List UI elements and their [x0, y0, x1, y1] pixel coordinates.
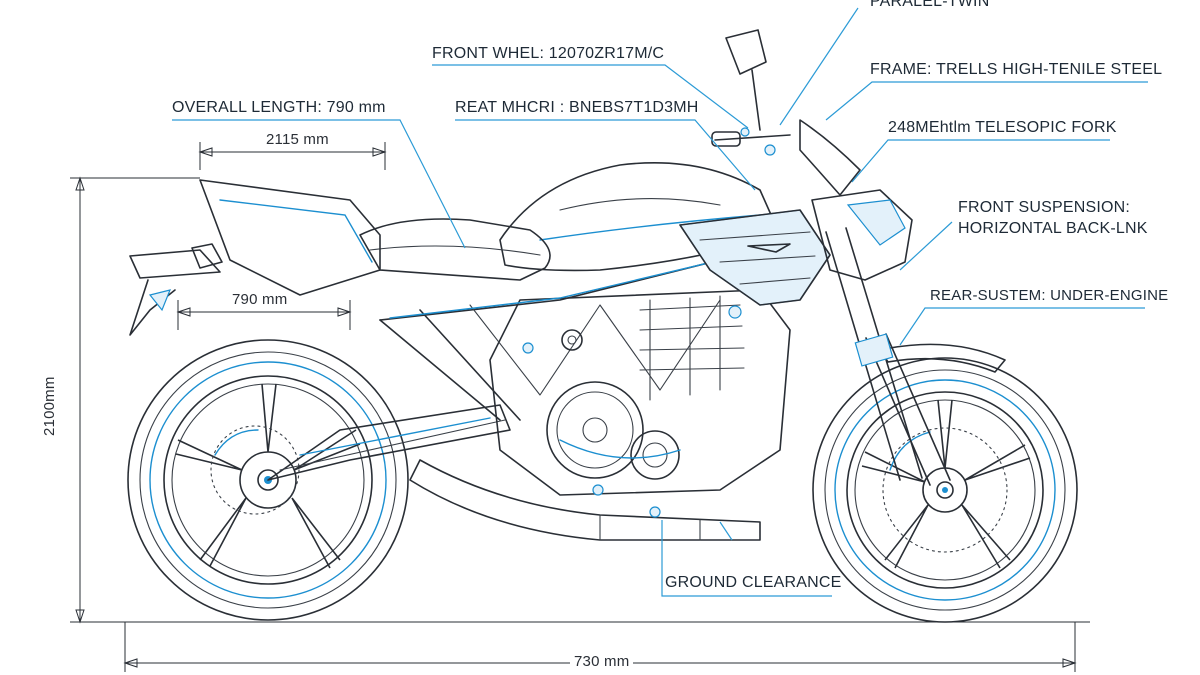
- handlebar-mirror: [711, 29, 791, 156]
- top-length-dimension: 2115 mm: [266, 131, 329, 148]
- swingarm: [267, 404, 511, 481]
- rear-system-label: REAR-SUSTEM: UNDER-ENGINE: [930, 287, 1169, 304]
- ground-clearance-label: GROUND CLEARANCE: [665, 574, 842, 591]
- engine: [489, 289, 791, 518]
- fuel-tank: [499, 161, 781, 272]
- leader-lines: [172, 7, 1148, 597]
- headlight-cowl: [799, 119, 913, 281]
- front-suspension-label-line1: FRONT SUSPENSION:: [958, 199, 1131, 216]
- exhaust: [409, 459, 761, 541]
- engine-label: PARALEL-TWIN: [870, 0, 990, 10]
- front-wheel: [812, 357, 1078, 623]
- front-suspension-label-line2: HORIZONTAL BACK-LNK: [958, 220, 1148, 237]
- front-wheel-label: FRONT WHEL: 12070ZR17M/C: [432, 45, 665, 62]
- dimension-lines: [70, 142, 1090, 672]
- radiator-shroud: [678, 209, 831, 306]
- rear-wheel-label: REAT MHCRI : BNEBS7T1D3MH: [455, 99, 699, 116]
- frame-label: FRAME: TRELLS HIGH-TENILE STEEL: [870, 61, 1163, 78]
- seat: [359, 218, 551, 281]
- tail-section: [129, 179, 381, 336]
- seat-length-dimension: 790 mm: [232, 291, 288, 308]
- front-fork: [825, 227, 1006, 486]
- telescopic-fork-label: 248MEhtlm TELESOPIC FORK: [888, 119, 1117, 136]
- overall-length-label: OVERALL LENGTH: 790 mm: [172, 99, 386, 116]
- wheelbase-dimension: 730 mm: [570, 652, 634, 672]
- height-dimension: 2100mm: [41, 376, 58, 436]
